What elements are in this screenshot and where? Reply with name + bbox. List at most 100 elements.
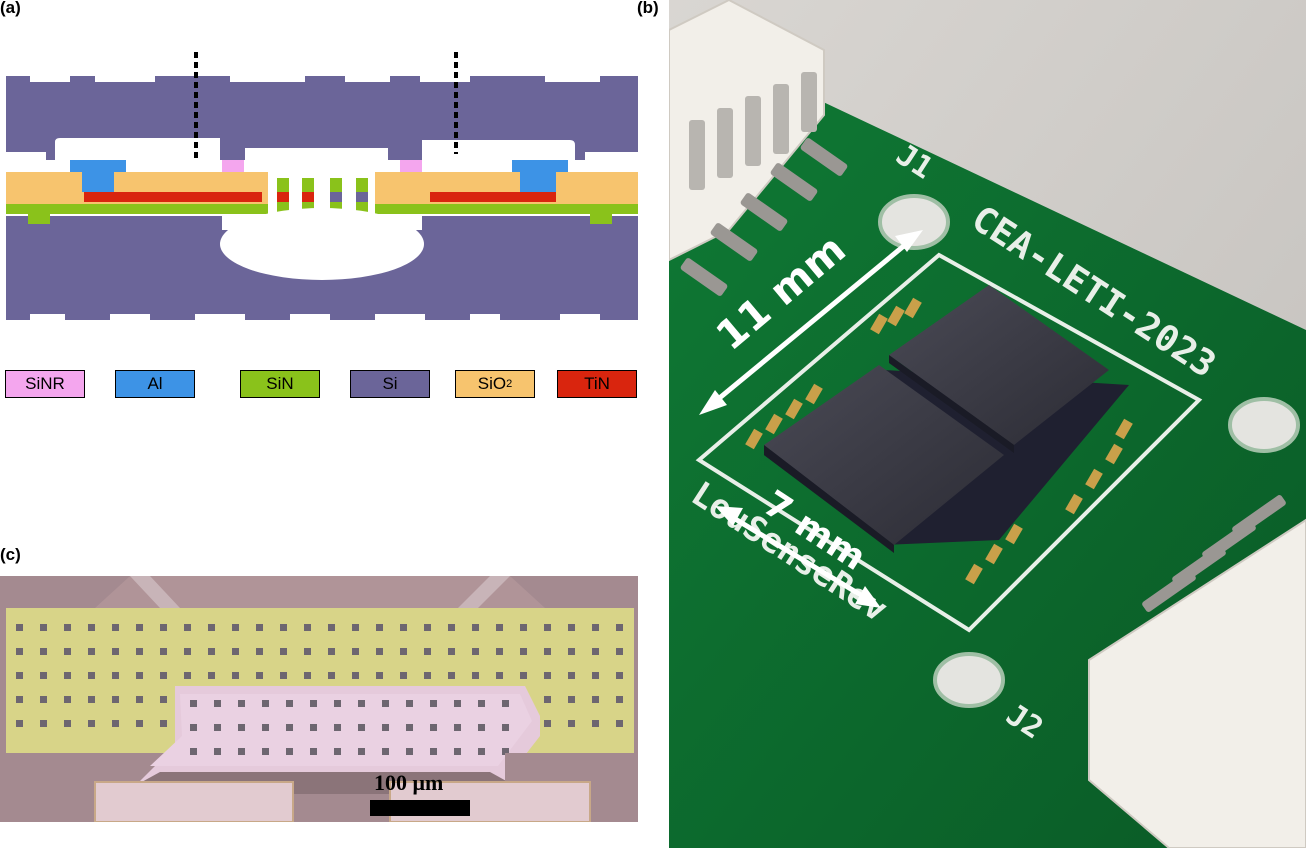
- etch-hole: [64, 696, 71, 703]
- membrane-hole: [334, 700, 341, 707]
- al-contact-left: [82, 172, 114, 192]
- membrane-hole: [262, 724, 269, 731]
- mounting-hole: [1228, 397, 1300, 453]
- sensor-chips: [764, 285, 1129, 553]
- legend-al: Al: [115, 370, 195, 398]
- etch-hole: [448, 648, 455, 655]
- etch-hole: [16, 696, 23, 703]
- etch-hole: [136, 648, 143, 655]
- bottom-silicon-substrate: [6, 208, 638, 320]
- membrane-hole: [454, 724, 461, 731]
- etch-hole: [400, 672, 407, 679]
- mounting-hole: [878, 194, 950, 250]
- etch-hole: [496, 648, 503, 655]
- al-contact-right: [520, 172, 556, 192]
- panel-label-c: (c): [0, 545, 21, 564]
- membrane-hole: [478, 748, 485, 755]
- membrane-hole: [502, 700, 509, 707]
- etch-hole: [112, 720, 119, 727]
- scale-bar: [370, 800, 470, 816]
- etch-hole: [472, 648, 479, 655]
- etch-hole: [616, 648, 623, 655]
- etch-hole: [544, 648, 551, 655]
- legend-si: Si: [350, 370, 430, 398]
- membrane-hole: [310, 700, 317, 707]
- etch-hole: [40, 648, 47, 655]
- etch-hole: [112, 696, 119, 703]
- etch-hole: [40, 696, 47, 703]
- panel-label-a: (a): [0, 0, 21, 17]
- membrane-hole: [286, 700, 293, 707]
- etch-hole: [160, 624, 167, 631]
- etch-hole: [448, 624, 455, 631]
- etch-hole: [64, 672, 71, 679]
- bottom-pad-left: [94, 781, 294, 822]
- mounting-hole: [933, 652, 1005, 708]
- membrane-hole: [478, 724, 485, 731]
- dimension-arrow-short: [715, 506, 881, 608]
- etch-hole: [256, 648, 263, 655]
- etch-hole: [592, 696, 599, 703]
- etch-hole: [280, 648, 287, 655]
- etch-hole: [16, 648, 23, 655]
- membrane-hole: [214, 724, 221, 731]
- etch-hole: [400, 648, 407, 655]
- sinr-pad-left: [222, 160, 244, 172]
- sinr-pad-right: [400, 160, 422, 172]
- etch-hole: [328, 648, 335, 655]
- tin-layer-left: [84, 192, 262, 202]
- etch-hole: [376, 672, 383, 679]
- bond-pads: [745, 297, 1133, 585]
- chip-right: [889, 285, 1109, 445]
- etch-hole: [184, 624, 191, 631]
- etch-hole: [136, 720, 143, 727]
- etch-hole: [304, 624, 311, 631]
- cross-section-diagram: [6, 52, 638, 320]
- membrane-hole: [286, 724, 293, 731]
- micrograph-image: [0, 576, 638, 822]
- etch-hole: [16, 672, 23, 679]
- etch-hole: [112, 648, 119, 655]
- etch-hole: [616, 696, 623, 703]
- etch-hole: [568, 672, 575, 679]
- etch-hole: [352, 648, 359, 655]
- etch-hole: [352, 672, 359, 679]
- membrane-hole: [334, 724, 341, 731]
- membrane-hole: [214, 700, 221, 707]
- membrane-hole: [430, 700, 437, 707]
- etch-hole: [616, 672, 623, 679]
- membrane-hole: [406, 748, 413, 755]
- etch-hole: [256, 624, 263, 631]
- etch-hole: [160, 648, 167, 655]
- etch-hole: [160, 720, 167, 727]
- etch-hole: [112, 672, 119, 679]
- legend-sin: SiN: [240, 370, 320, 398]
- etch-hole: [88, 624, 95, 631]
- etch-hole: [544, 672, 551, 679]
- membrane-hole: [454, 748, 461, 755]
- etch-hole: [544, 720, 551, 727]
- etch-hole: [88, 672, 95, 679]
- etch-hole: [472, 624, 479, 631]
- etch-hole: [256, 672, 263, 679]
- membrane-hole: [382, 724, 389, 731]
- membrane-hole: [358, 748, 365, 755]
- etch-hole: [208, 672, 215, 679]
- etch-hole: [376, 648, 383, 655]
- etch-hole: [592, 648, 599, 655]
- membrane-hole: [190, 724, 197, 731]
- panel-c-micrograph: [0, 576, 638, 822]
- etch-hole: [88, 648, 95, 655]
- panel-label-b: (b): [637, 0, 659, 17]
- membrane-hole: [430, 724, 437, 731]
- etch-hole: [64, 624, 71, 631]
- membrane-hole: [358, 724, 365, 731]
- etch-hole: [232, 648, 239, 655]
- etch-hole: [448, 672, 455, 679]
- membrane-hole: [238, 700, 245, 707]
- connector-j2: [1088, 495, 1306, 848]
- etch-hole: [112, 624, 119, 631]
- etch-hole: [40, 672, 47, 679]
- etch-hole: [352, 624, 359, 631]
